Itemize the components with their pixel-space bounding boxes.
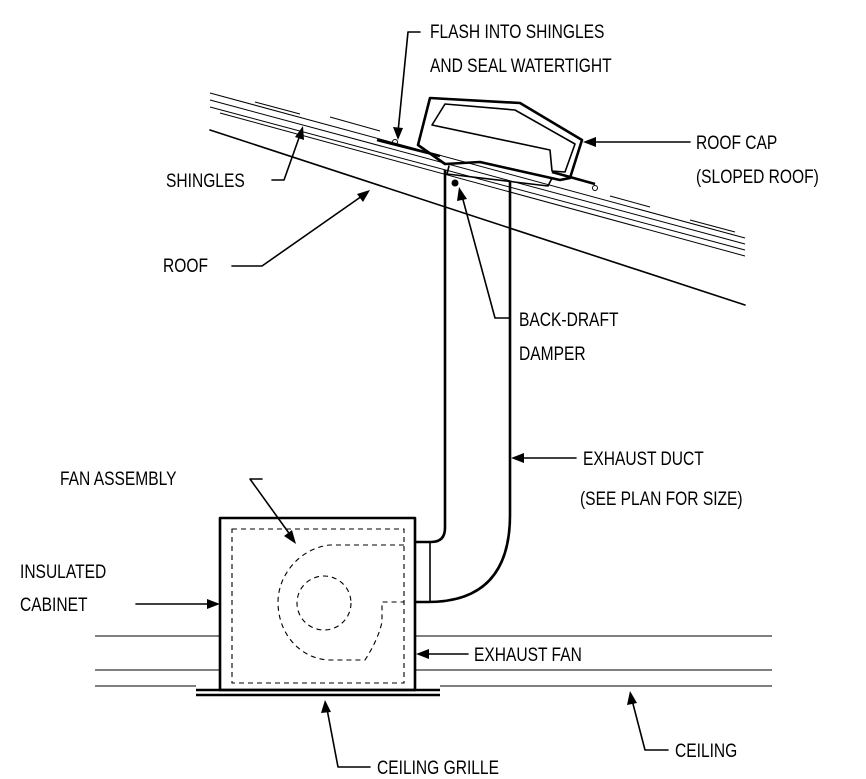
exhaust-fan-label: EXHAUST FAN (474, 644, 582, 666)
fan-assembly-label: FAN ASSEMBLY (60, 468, 177, 490)
fan-assembly (277, 544, 404, 661)
duct-size-label: (SEE PLAN FOR SIZE) (580, 488, 743, 510)
ceiling-lines (95, 635, 772, 687)
ceiling-grille-label: CEILING GRILLE (377, 757, 499, 779)
cabinet-label-line1: INSULATED (20, 561, 106, 583)
ceiling-label: CEILING (675, 740, 737, 762)
roof-cap-label-line1: ROOF CAP (696, 132, 777, 154)
shingles-label: SHINGLES (166, 170, 245, 192)
exhaust-duct (415, 170, 512, 604)
roof-cap (416, 96, 584, 187)
damper-label-line2: DAMPER (519, 343, 586, 365)
damper-pivot (451, 179, 459, 187)
roof-lines (209, 92, 746, 306)
roof-label: ROOF (163, 255, 208, 277)
exhaust-duct-label: EXHAUST DUCT (583, 448, 704, 470)
damper-label-line1: BACK-DRAFT (519, 309, 619, 331)
flash-label-line1: FLASH INTO SHINGLES (430, 21, 604, 43)
flash-label-line2: AND SEAL WATERTIGHT (430, 55, 612, 77)
leaders (135, 31, 691, 768)
cabinet-label-line2: CABINET (20, 594, 88, 616)
roof-deck-line (209, 129, 746, 306)
roof-cap-label-line2: (SLOPED ROOF) (696, 166, 819, 188)
labels: FLASH INTO SHINGLES AND SEAL WATERTIGHT … (20, 21, 819, 779)
